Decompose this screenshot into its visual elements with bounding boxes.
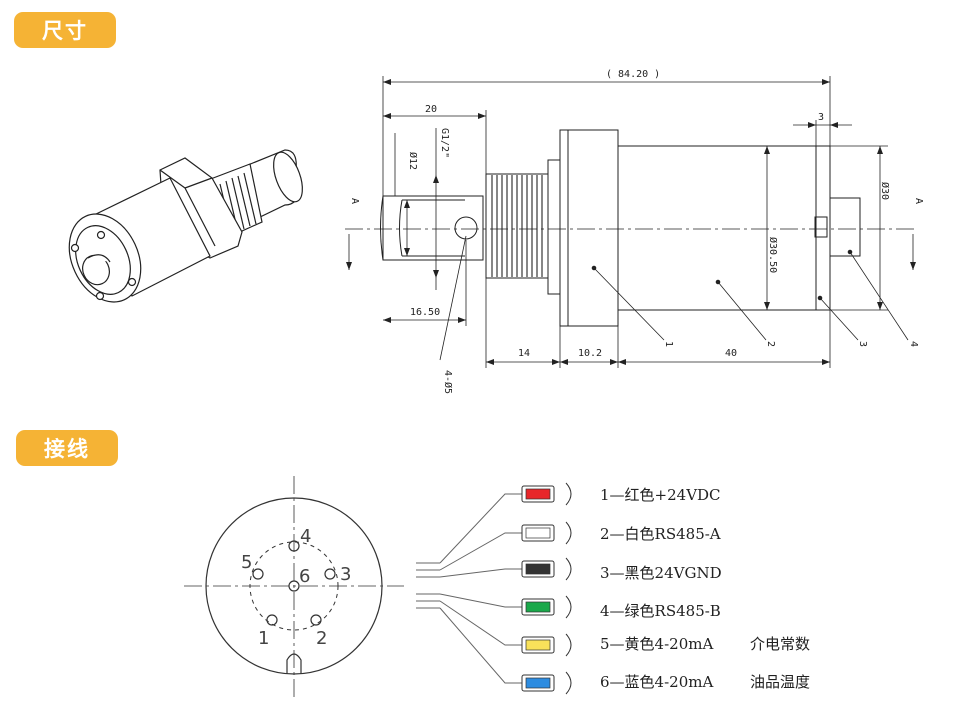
pin-label-6: 6: [299, 566, 310, 587]
wire-end-bracket-2: [565, 521, 572, 545]
wire-color-swatch-4: [525, 601, 551, 613]
wire-color-swatch-5: [525, 639, 551, 651]
wire-legend-1: 1—红色+24VDC: [600, 486, 721, 504]
pin-label-5: 5: [241, 552, 252, 573]
dim-20: 20: [425, 104, 437, 115]
main-body: [617, 145, 817, 311]
connector-stub: [829, 197, 861, 257]
section-mark-left: A: [349, 198, 360, 204]
pin-4: [288, 540, 300, 552]
wire-end-bracket-5: [565, 633, 572, 657]
pin-2: [310, 614, 322, 626]
connector-face: [184, 476, 404, 700]
wire-color-swatch-2: [525, 527, 551, 539]
dimension-lines: [348, 76, 914, 368]
wire-end-bracket-1: [565, 482, 572, 506]
dim-14: 14: [518, 348, 530, 359]
wire-legend-2: 2—白色RS485-A: [600, 525, 721, 543]
dim-dia-12: Ø12: [407, 152, 419, 170]
pin-5: [252, 568, 264, 580]
dimensions-section-badge: 尺寸: [14, 12, 116, 48]
dimension-arrows: [346, 79, 916, 365]
pin-1: [266, 614, 278, 626]
dim-16-50: 16.50: [410, 307, 440, 318]
wire-legend-3: 3—黑色24VGND: [600, 564, 722, 582]
dim-dia-30: Ø30: [879, 182, 891, 200]
wire-end-bracket-3: [565, 557, 572, 581]
wire-note-6: 油品温度: [750, 673, 811, 691]
cable-bundle: [416, 493, 522, 684]
sensor-isometric-view: [68, 149, 303, 303]
dimensions-section-title: 尺寸: [42, 19, 88, 43]
dim-overall-length: ( 84.20 ): [606, 69, 660, 80]
pin-label-2: 2: [316, 628, 327, 649]
pin-labels: 4 5 3 6 1 2: [241, 526, 351, 649]
wire-legend-6: 6—蓝色4-20mA: [600, 673, 714, 691]
probe-tip: [382, 195, 484, 261]
wire-end-bracket-6: [565, 671, 572, 695]
dim-dia-30-50: Ø30.50: [767, 237, 779, 273]
dim-holes: 4-Ø5: [442, 370, 454, 394]
part-label-4: 4: [908, 341, 919, 347]
part-label-1: 1: [663, 341, 674, 347]
wire-color-swatch-1: [525, 488, 551, 500]
pin-label-1: 1: [258, 628, 269, 649]
part-label-2: 2: [765, 341, 776, 347]
wiring-section-badge: 接线: [16, 430, 118, 466]
wire-end-bracket-4: [565, 595, 572, 619]
pin-label-3: 3: [340, 564, 351, 585]
wire-legend-5: 5—黄色4-20mA: [600, 635, 714, 653]
pin-label-4: 4: [300, 526, 311, 547]
wiring-section-title: 接线: [44, 437, 90, 461]
dim-thread: G1/2": [439, 128, 450, 158]
section-mark-right: A: [913, 198, 924, 204]
wire-note-5: 介电常数: [750, 635, 811, 653]
pin-3: [324, 568, 336, 580]
hex-flange: [559, 129, 619, 327]
dim-10-2: 10.2: [578, 348, 602, 359]
dimension-labels: ( 84.20 ) 20 3 Ø12 G1/2" Ø30.50 Ø30 16.5…: [349, 69, 924, 394]
wire-legend-4: 4—绿色RS485-B: [600, 602, 721, 620]
wire-ends: [521, 482, 572, 695]
dim-3: 3: [818, 112, 824, 123]
wire-color-swatch-3: [525, 563, 551, 575]
part-label-3: 3: [857, 341, 868, 347]
sensor-side-view: [345, 129, 918, 341]
cross-hole: [454, 216, 478, 240]
pin-6: [288, 580, 300, 592]
dim-40: 40: [725, 348, 737, 359]
wire-color-swatch-6: [525, 677, 551, 689]
